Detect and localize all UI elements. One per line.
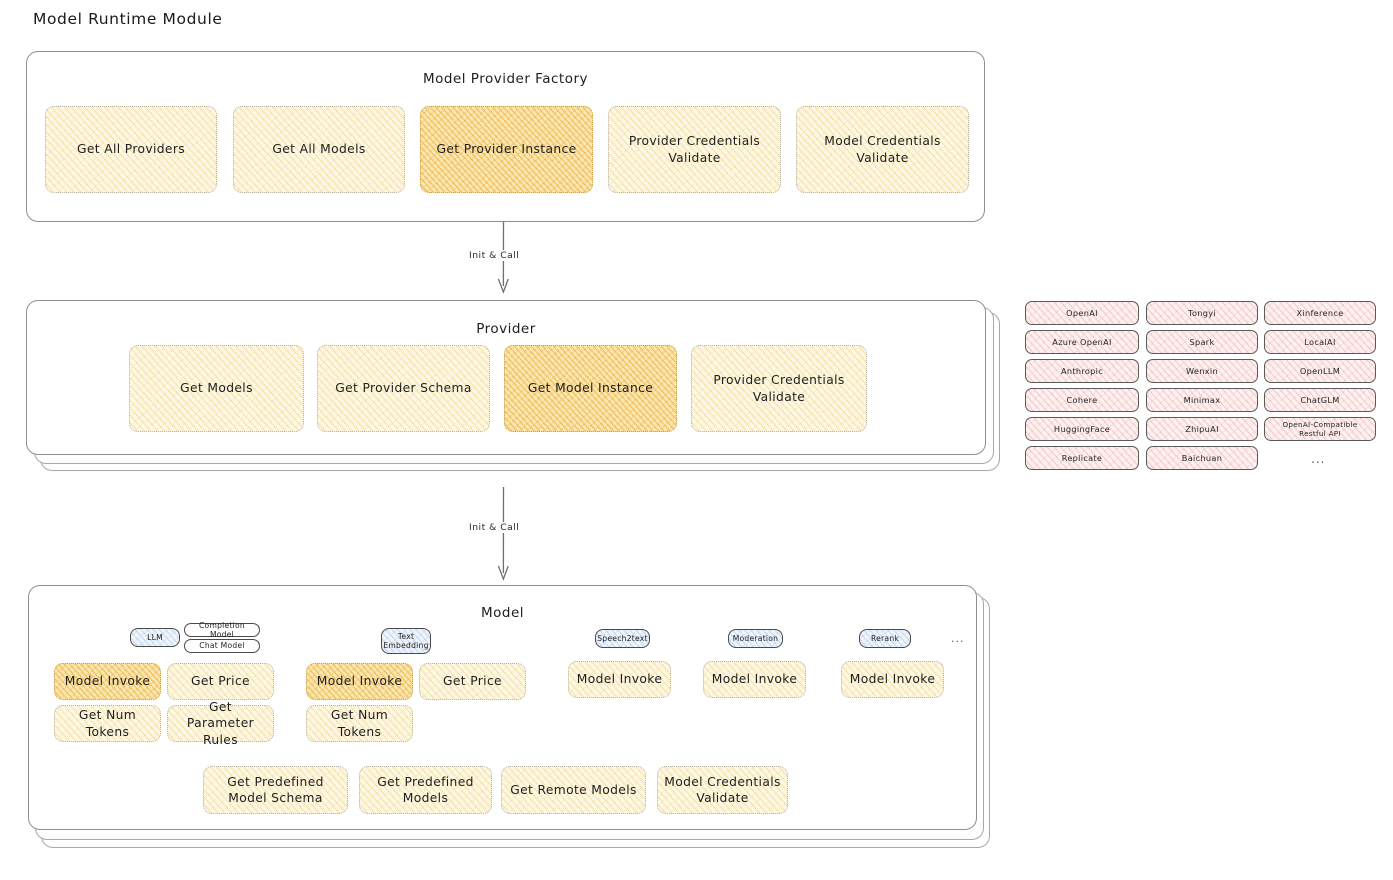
provider-chip-openllm[interactable]: OpenLLM — [1264, 359, 1376, 383]
badge-text-embedding[interactable]: Text Embedding — [381, 628, 431, 654]
provider-list-more-ellipsis: ... — [1311, 452, 1326, 466]
node-get-provider-schema[interactable]: Get Provider Schema — [317, 345, 490, 432]
node-provider-credentials-validate[interactable]: Provider Credentials Validate — [608, 106, 781, 193]
node-llm-get-parameter-rules[interactable]: Get Parameter Rules — [167, 700, 274, 747]
badge-rerank[interactable]: Rerank — [859, 629, 911, 648]
provider-chip-xinference[interactable]: Xinference — [1264, 301, 1376, 325]
provider-chip-chatglm[interactable]: ChatGLM — [1264, 388, 1376, 412]
node-text-embedding-get-num-tokens[interactable]: Get Num Tokens — [306, 705, 413, 742]
badge-llm[interactable]: LLM — [130, 628, 180, 647]
provider-chip-spark[interactable]: Spark — [1146, 330, 1258, 354]
node-llm-model-invoke[interactable]: Model Invoke — [54, 663, 161, 700]
node-model-credentials-validate[interactable]: Model Credentials Validate — [796, 106, 969, 193]
node-get-all-models[interactable]: Get All Models — [233, 106, 405, 193]
provider-chip-replicate[interactable]: Replicate — [1025, 446, 1139, 470]
arrow-factory-to-provider: Init & Call — [466, 221, 540, 296]
arrow-label-init-and-call-1: Init & Call — [466, 250, 523, 261]
node-get-predefined-models[interactable]: Get Predefined Models — [359, 766, 492, 814]
provider-chip-openai[interactable]: OpenAI — [1025, 301, 1139, 325]
model-types-more-ellipsis: ... — [951, 632, 965, 645]
provider-chip-baichuan[interactable]: Baichuan — [1146, 446, 1258, 470]
badge-completion-model[interactable]: Completion Model — [184, 621, 260, 639]
node-get-predefined-model-schema[interactable]: Get Predefined Model Schema — [203, 766, 348, 814]
provider-chip-cohere[interactable]: Cohere — [1025, 388, 1139, 412]
badge-moderation[interactable]: Moderation — [728, 629, 783, 648]
node-get-models[interactable]: Get Models — [129, 345, 304, 432]
node-text-embedding-model-invoke[interactable]: Model Invoke — [306, 663, 413, 700]
provider-chip-openai-compatible-restful-api[interactable]: OpenAI-Compatible Restful API — [1264, 417, 1376, 441]
badge-speech2text[interactable]: Speech2text — [595, 629, 650, 648]
node-model-credentials-validate-2[interactable]: Model Credentials Validate — [657, 766, 788, 814]
arrow-provider-to-model: Init & Call — [466, 486, 540, 583]
node-moderation-model-invoke[interactable]: Model Invoke — [703, 661, 806, 698]
node-get-all-providers[interactable]: Get All Providers — [45, 106, 217, 193]
provider-title: Provider — [476, 321, 536, 337]
arrow-label-init-and-call-2: Init & Call — [466, 522, 523, 533]
node-rerank-model-invoke[interactable]: Model Invoke — [841, 661, 944, 698]
provider-chip-wenxin[interactable]: Wenxin — [1146, 359, 1258, 383]
badge-chat-model[interactable]: Chat Model — [184, 639, 260, 653]
node-provider-credentials-validate-2[interactable]: Provider Credentials Validate — [691, 345, 867, 432]
node-text-embedding-get-price[interactable]: Get Price — [419, 663, 526, 700]
node-llm-get-price[interactable]: Get Price — [167, 663, 274, 700]
page-title: Model Runtime Module — [33, 10, 223, 28]
provider-chip-minimax[interactable]: Minimax — [1146, 388, 1258, 412]
node-get-remote-models[interactable]: Get Remote Models — [501, 766, 646, 814]
node-llm-get-num-tokens[interactable]: Get Num Tokens — [54, 705, 161, 742]
node-get-provider-instance[interactable]: Get Provider Instance — [420, 106, 593, 193]
provider-chip-huggingface[interactable]: HuggingFace — [1025, 417, 1139, 441]
provider-chip-anthropic[interactable]: Anthropic — [1025, 359, 1139, 383]
provider-chip-tongyi[interactable]: Tongyi — [1146, 301, 1258, 325]
model-title: Model — [480, 605, 525, 621]
node-speech2text-model-invoke[interactable]: Model Invoke — [568, 661, 671, 698]
arrow-down-icon — [497, 486, 509, 581]
node-get-model-instance[interactable]: Get Model Instance — [504, 345, 677, 432]
provider-chip-zhipuai[interactable]: ZhipuAI — [1146, 417, 1258, 441]
model-provider-factory-title: Model Provider Factory — [422, 71, 588, 87]
provider-chip-localai[interactable]: LocalAI — [1264, 330, 1376, 354]
provider-chip-azure-openai[interactable]: Azure OpenAI — [1025, 330, 1139, 354]
